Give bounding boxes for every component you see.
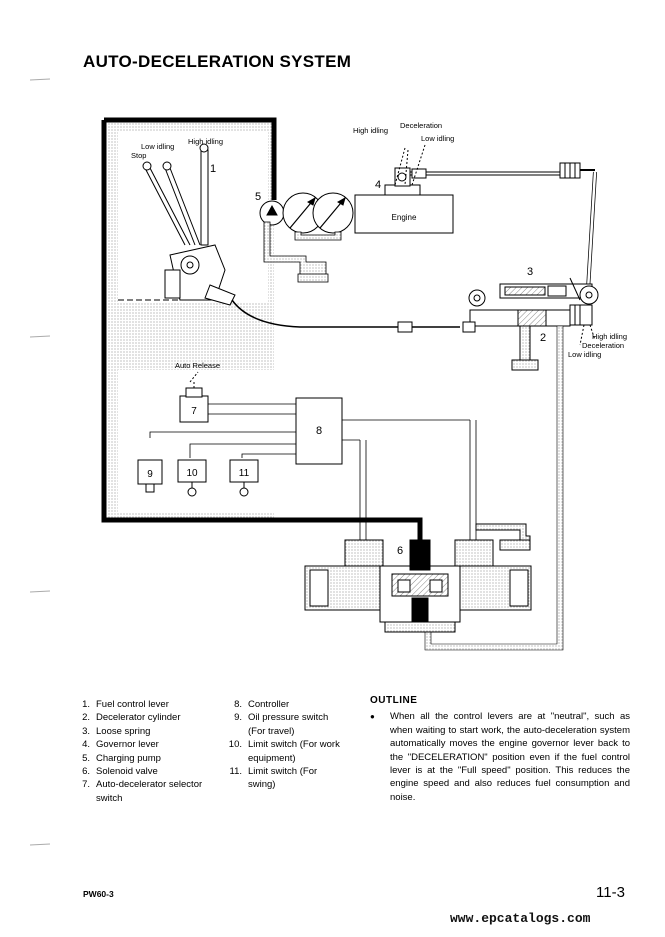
callout-1: 1	[210, 163, 216, 175]
legend-item: 5.Charging pump	[82, 752, 161, 764]
legend-item: 3.Loose spring	[82, 725, 151, 737]
model-code: PW60-3	[83, 889, 114, 899]
auto-decelerator-switch: 7	[179, 371, 209, 423]
outline-text: When all the control levers are at "neut…	[390, 711, 630, 803]
legend-item: 1.Fuel control lever	[82, 699, 169, 710]
loose-spring-link	[499, 171, 599, 305]
pump-hydraulic-lines	[263, 221, 342, 283]
binding-mark	[30, 78, 50, 81]
governor-lever	[384, 144, 595, 196]
callout-4: 4	[375, 179, 381, 191]
callout-2: 2	[540, 332, 546, 344]
limit-switch-work-equipment: 10	[177, 459, 207, 497]
engine: Engine	[354, 194, 454, 234]
page-number: 11-3	[596, 884, 625, 901]
outline-section: OUTLINE ● When all the control levers ar…	[370, 694, 630, 804]
fuel-control-lever	[118, 143, 236, 306]
engine-label: Engine	[392, 213, 417, 222]
svg-text:11: 11	[239, 468, 250, 479]
binding-mark	[30, 335, 50, 338]
binding-mark	[30, 843, 50, 846]
bullet-icon: ●	[370, 712, 375, 722]
outline-heading: OUTLINE	[370, 695, 418, 706]
governor-deceleration-label: Deceleration	[400, 121, 442, 130]
cylinder-high-idling-label: High idling	[592, 332, 627, 341]
svg-text:8: 8	[316, 425, 322, 437]
lever-high-idling-label: High idling	[188, 137, 223, 146]
legend-item: 7.Auto-decelerator selector switch	[82, 779, 203, 804]
governor-high-idling-label: High idling	[353, 126, 388, 135]
legend-item: 2.Decelerator cylinder	[82, 712, 181, 724]
legend-item: 10.Limit switch (For work equipment)	[228, 739, 340, 764]
dotted-background	[104, 120, 404, 520]
legend-item: 9.Oil pressure switch (For travel)	[234, 712, 329, 737]
legend-item: 8.Controller	[234, 699, 290, 710]
svg-text:7: 7	[191, 406, 197, 417]
legend-item: 11.Limit switch (For swing)	[229, 766, 318, 791]
auto-deceleration-diagram: Engine	[101, 117, 627, 651]
page-title: AUTO-DECELERATION SYSTEM	[83, 52, 352, 71]
binding-mark	[30, 590, 50, 593]
solenoid-valve: 6	[304, 523, 532, 633]
callout-3: 3	[527, 266, 533, 278]
website-watermark: www.epcatalogs.com	[450, 911, 591, 926]
control-cable	[231, 299, 460, 333]
controller: 8	[295, 397, 343, 465]
charging-pump	[259, 192, 354, 234]
decelerator-cylinder	[462, 289, 596, 371]
auto-release-label: Auto Release	[175, 361, 220, 370]
oil-pressure-switch: 9	[137, 459, 163, 493]
lever-stop-label: Stop	[131, 151, 146, 160]
svg-text:6: 6	[397, 545, 403, 557]
legend-item: 4.Governor lever	[82, 739, 159, 751]
svg-text:9: 9	[147, 469, 153, 480]
lever-low-idling-label: Low idling	[141, 142, 174, 151]
controller-wiring	[149, 403, 477, 540]
legend-column-1: 1.Fuel control lever 2.Decelerator cylin…	[73, 698, 218, 805]
diagram-labels: High idling Low idling Stop High idling …	[131, 121, 627, 370]
svg-text:10: 10	[186, 468, 198, 479]
callout-5: 5	[255, 191, 261, 203]
cylinder-deceleration-label: Deceleration	[582, 341, 624, 350]
cylinder-low-idling-label: Low idling	[568, 350, 601, 359]
legend-column-2: 8.Controller 9.Oil pressure switch (For …	[222, 698, 340, 792]
governor-low-idling-label: Low idling	[421, 134, 454, 143]
legend-item: 6.Solenoid valve	[82, 766, 158, 778]
limit-switch-swing: 11	[229, 459, 259, 497]
